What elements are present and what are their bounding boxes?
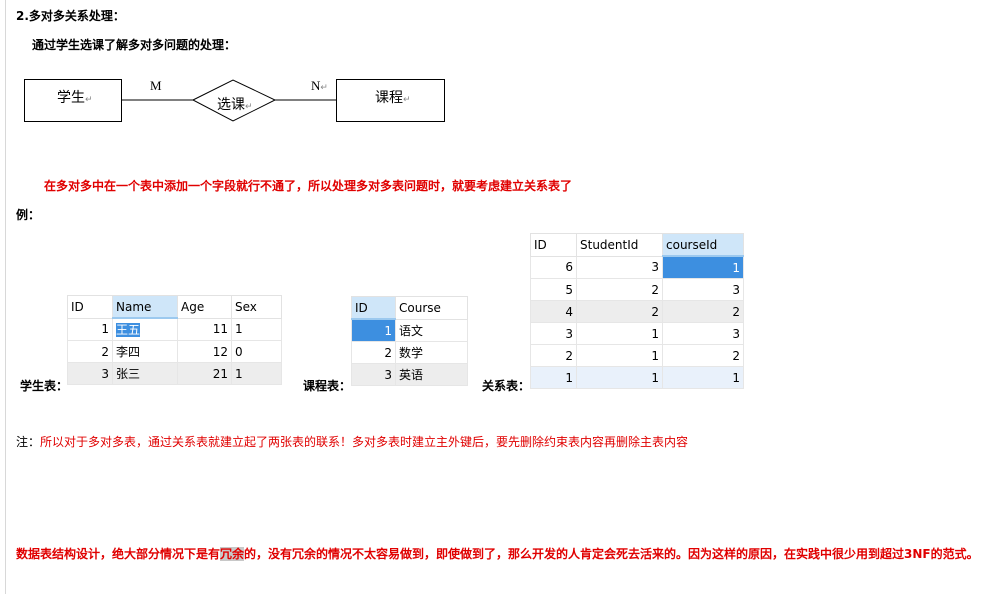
- table-cell[interactable]: 英语: [395, 363, 468, 386]
- table-row[interactable]: 4 2 2: [530, 300, 744, 323]
- column-header-id[interactable]: ID: [530, 233, 577, 257]
- table-cell[interactable]: 5: [530, 278, 577, 301]
- table-row[interactable]: 3 1 3: [530, 322, 744, 345]
- column-header-courseid[interactable]: courseId: [662, 233, 744, 257]
- table-cell[interactable]: 3: [67, 362, 113, 385]
- table-cell[interactable]: 11: [177, 317, 232, 341]
- table-row[interactable]: 1 语文: [351, 318, 468, 342]
- er-cardinality-m: M: [150, 78, 162, 93]
- section-subheading: 通过学生选课了解多对多问题的处理：: [32, 38, 237, 52]
- course-table-header: ID Course: [351, 296, 468, 320]
- table-row[interactable]: 2 李四 12 0: [67, 340, 282, 363]
- design-paragraph: 数据表结构设计，绝大部分情况下是有冗余的，没有冗余的情况不太容易做到，即使做到了…: [16, 547, 979, 561]
- note-text: 所以对于多对多表，通过关系表就建立起了两张表的联系！多对多表时建立主外键后，要先…: [40, 435, 689, 449]
- relation-table-caption: 关系表：: [482, 379, 531, 393]
- column-header-age[interactable]: Age: [177, 295, 232, 319]
- column-header-id[interactable]: ID: [67, 295, 113, 319]
- table-row[interactable]: 3 张三 21 1: [67, 362, 282, 385]
- table-row[interactable]: 5 2 3: [530, 278, 744, 301]
- table-cell[interactable]: 2: [67, 340, 113, 363]
- table-cell[interactable]: 李四: [112, 340, 178, 363]
- student-table: ID Name Age Sex 1 王五 11 1 2 李四 12 0 3 张三…: [67, 295, 282, 385]
- selected-text: 王五: [116, 323, 141, 337]
- highlighted-word: 冗余: [220, 547, 245, 561]
- er-entity-student-label: 学生↵: [57, 90, 93, 106]
- table-cell[interactable]: 1: [231, 317, 282, 341]
- relation-table-header: ID StudentId courseId: [530, 233, 744, 257]
- table-cell[interactable]: 1: [67, 317, 113, 341]
- er-cardinality-n: N↵: [311, 78, 328, 93]
- table-cell[interactable]: 2: [662, 344, 744, 367]
- table-cell[interactable]: 1: [530, 366, 577, 389]
- example-label: 例：: [16, 208, 41, 222]
- column-header-studentid[interactable]: StudentId: [576, 233, 663, 257]
- column-header-id[interactable]: ID: [351, 296, 396, 320]
- table-cell-selected[interactable]: 1: [662, 255, 744, 279]
- table-cell[interactable]: 2: [576, 278, 663, 301]
- table-cell[interactable]: 12: [177, 340, 232, 363]
- table-cell[interactable]: 2: [530, 344, 577, 367]
- column-header-sex[interactable]: Sex: [231, 295, 282, 319]
- er-connectors: [121, 79, 337, 122]
- table-cell[interactable]: 3: [530, 322, 577, 345]
- table-cell[interactable]: 语文: [395, 318, 468, 342]
- table-row[interactable]: 3 英语: [351, 363, 468, 386]
- table-cell[interactable]: 3: [576, 255, 663, 279]
- column-header-course[interactable]: Course: [395, 296, 468, 320]
- table-cell[interactable]: 3: [351, 363, 396, 386]
- student-table-caption: 学生表：: [20, 379, 69, 393]
- table-cell[interactable]: 0: [231, 340, 282, 363]
- table-cell[interactable]: 1: [576, 366, 663, 389]
- table-cell[interactable]: 张三: [112, 362, 178, 385]
- table-cell[interactable]: 1: [576, 344, 663, 367]
- table-cell[interactable]: 3: [662, 278, 744, 301]
- red-sentence: 在多对多中在一个表中添加一个字段就行不通了，所以处理多对多表问题时，就要考虑建立…: [44, 179, 573, 193]
- course-table-caption: 课程表：: [303, 379, 352, 393]
- relation-table: ID StudentId courseId 6 3 1 5 2 3 4 2 2 …: [530, 233, 744, 389]
- note-lead: 注：: [16, 435, 41, 449]
- table-cell[interactable]: 21: [177, 362, 232, 385]
- course-table: ID Course 1 语文 2 数学 3 英语: [351, 296, 468, 386]
- table-cell[interactable]: 王五: [112, 317, 178, 341]
- table-cell[interactable]: 数学: [395, 341, 468, 364]
- table-cell[interactable]: 6: [530, 255, 577, 279]
- table-cell[interactable]: 2: [351, 341, 396, 364]
- table-cell-selected[interactable]: 1: [351, 318, 396, 342]
- column-header-name[interactable]: Name: [112, 295, 178, 319]
- er-entity-course: [336, 79, 445, 122]
- er-entity-student: [24, 79, 122, 122]
- table-cell[interactable]: 1: [231, 362, 282, 385]
- table-row[interactable]: 6 3 1: [530, 255, 744, 279]
- table-cell[interactable]: 1: [576, 322, 663, 345]
- table-cell[interactable]: 4: [530, 300, 577, 323]
- table-row[interactable]: 1 王五 11 1: [67, 317, 282, 341]
- table-row[interactable]: 2 数学: [351, 341, 468, 364]
- student-table-header: ID Name Age Sex: [67, 295, 282, 319]
- table-row[interactable]: 2 1 2: [530, 344, 744, 367]
- table-cell[interactable]: 3: [662, 322, 744, 345]
- er-entity-course-label: 课程↵: [375, 90, 411, 106]
- table-cell[interactable]: 2: [576, 300, 663, 323]
- table-cell[interactable]: 2: [662, 300, 744, 323]
- er-relationship-label: 选课↵: [217, 97, 253, 113]
- table-row[interactable]: 1 1 1: [530, 366, 744, 389]
- section-heading: 2.多对多关系处理：: [16, 9, 125, 23]
- table-cell[interactable]: 1: [662, 366, 744, 389]
- left-margin-rule: [5, 0, 6, 594]
- note-paragraph: 注：所以对于多对多表，通过关系表就建立起了两张表的联系！多对多表时建立主外键后，…: [16, 433, 688, 450]
